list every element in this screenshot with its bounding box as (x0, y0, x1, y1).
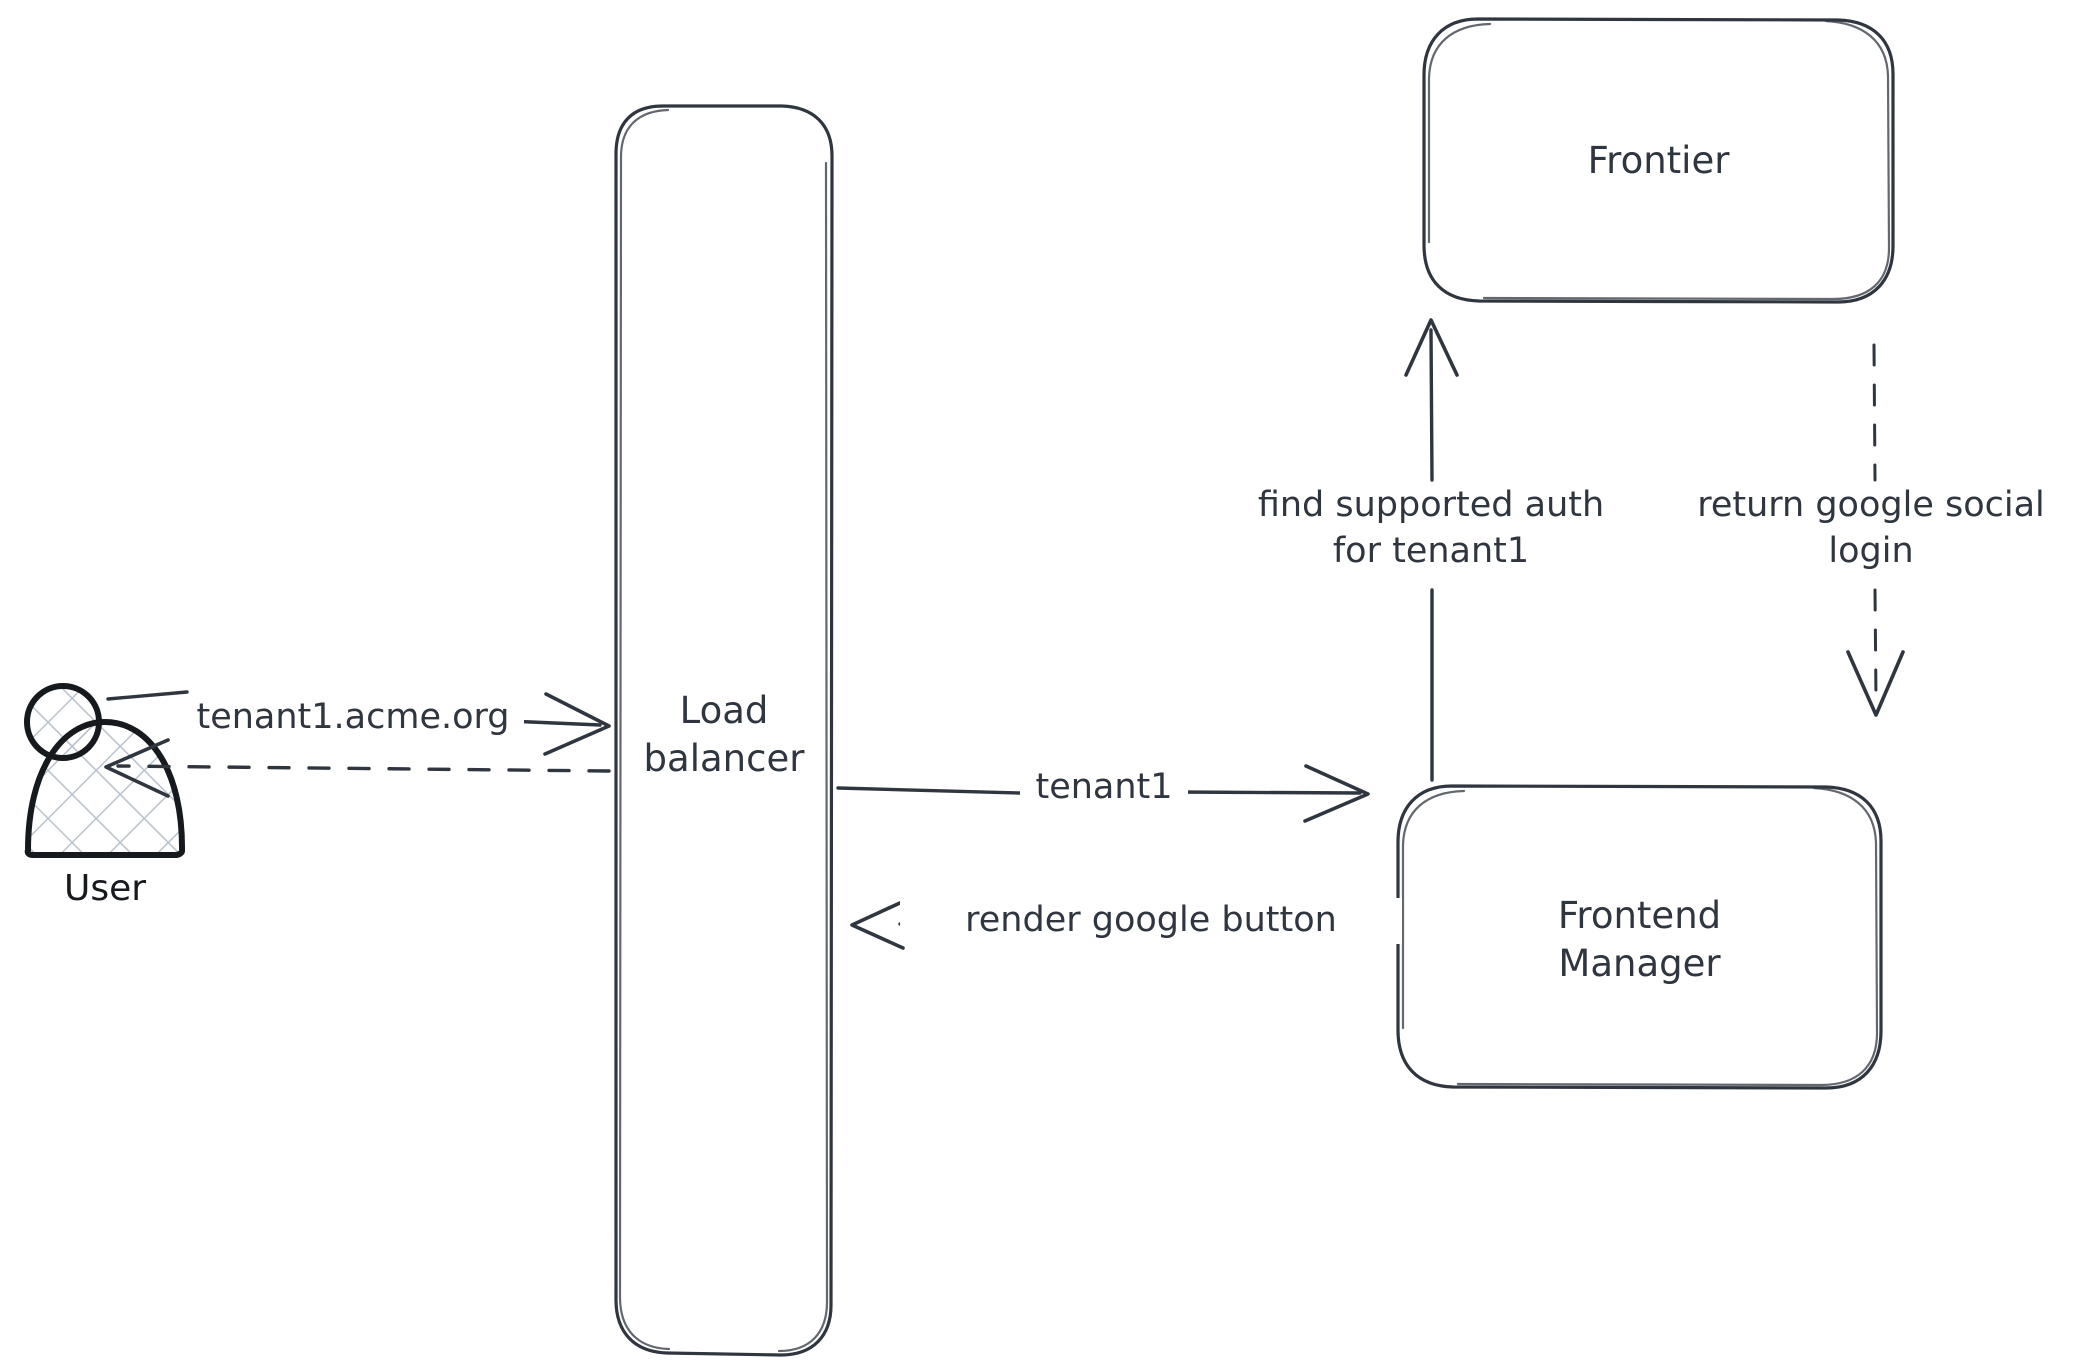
edge-lb-to-fm (836, 764, 1370, 823)
node-frontier-shape[interactable] (1422, 17, 1895, 304)
node-label-frontend-manager: Frontend Manager (1557, 893, 1722, 985)
node-label-user: User (63, 868, 147, 909)
edge-label-return-google-social-login: return google social login (1660, 483, 2082, 574)
node-frontend-manager-shape[interactable] (1396, 784, 1883, 1090)
edge-label-find-supported-auth: find supported auth for tenant1 (1210, 483, 1652, 574)
node-label-load-balancer: Load balancer (643, 688, 805, 780)
edge-label-render-google-button: render google button (900, 898, 1402, 944)
edge-label-tenant1: tenant1 (1020, 765, 1188, 811)
node-user-shape[interactable] (24, 683, 186, 858)
edge-label-tenant1-acme-org: tenant1.acme.org (182, 695, 524, 741)
edge-fm-to-frontier (1404, 318, 1459, 782)
node-load-balancer-shape[interactable] (614, 104, 834, 1357)
edge-lb-to-user (104, 738, 611, 798)
edge-frontier-to-fm (1846, 343, 1905, 717)
node-label-frontier: Frontier (1587, 138, 1730, 182)
